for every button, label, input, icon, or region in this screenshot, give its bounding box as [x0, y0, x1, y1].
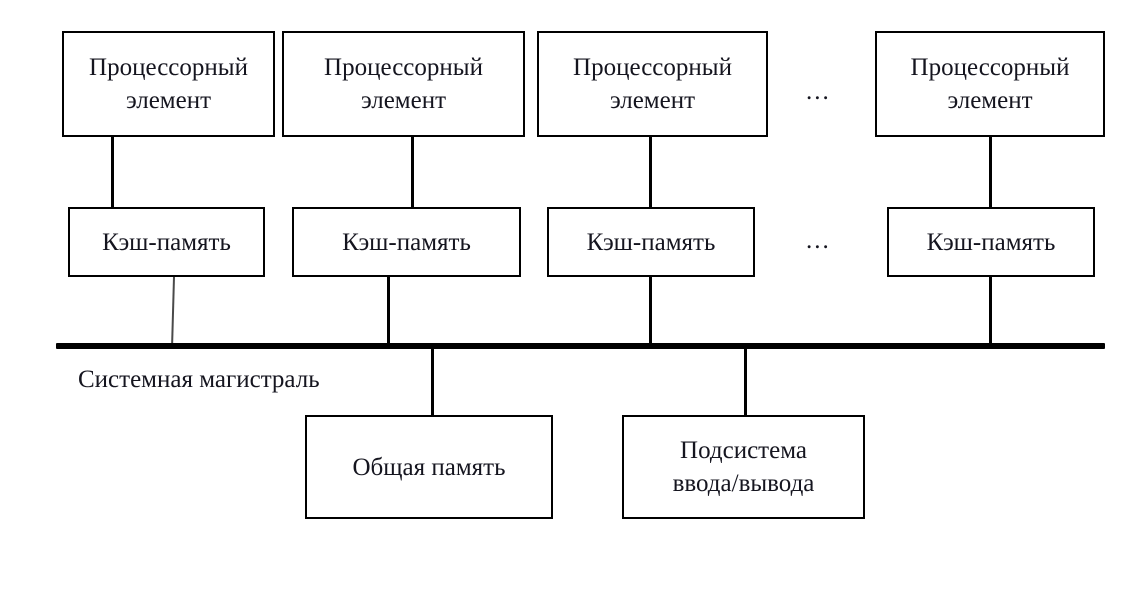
processor-element-box-3: Процессорный элемент: [537, 31, 768, 137]
processor-element-label-4: Процессорный элемент: [910, 54, 1070, 114]
connector-cache4-bus: [989, 277, 992, 346]
shared-memory-label: Общая память: [352, 453, 506, 481]
connector-cache2-bus: [387, 277, 390, 346]
io-subsystem-label: Подсистема ввода/вывода: [672, 437, 815, 497]
ellipsis-cache-row: ...: [806, 227, 831, 255]
processor-element-box-1: Процессорный элемент: [62, 31, 275, 137]
cache-label-3: Кэш-память: [586, 228, 716, 256]
cache-label-4: Кэш-память: [926, 228, 1056, 256]
cache-label-2: Кэш-память: [342, 228, 471, 256]
processor-element-label-2: Процессорный элемент: [324, 54, 483, 114]
system-bus-line: [56, 343, 1105, 349]
cache-box-2: Кэш-память: [292, 207, 521, 277]
cache-box-4: Кэш-память: [887, 207, 1095, 277]
ellipsis-processor-text: ...: [806, 78, 831, 105]
ellipsis-cache-text: ...: [806, 227, 831, 254]
cache-box-1: Кэш-память: [68, 207, 265, 277]
connector-bus-io-subsystem: [744, 348, 747, 416]
processor-element-label-1: Процессорный элемент: [89, 54, 248, 114]
processor-element-box-2: Процессорный элемент: [282, 31, 525, 137]
connector-pe3-cache3: [649, 136, 652, 208]
connector-cache1-bus: [171, 276, 175, 347]
processor-element-label-3: Процессорный элемент: [573, 54, 732, 114]
connector-pe2-cache2: [411, 136, 414, 208]
processor-element-box-4: Процессорный элемент: [875, 31, 1105, 137]
cache-box-3: Кэш-память: [547, 207, 755, 277]
connector-pe1-cache1: [111, 136, 114, 208]
io-subsystem-box: Подсистема ввода/вывода: [622, 415, 865, 519]
ellipsis-processor-row: ...: [806, 78, 831, 106]
connector-pe4-cache4: [989, 136, 992, 208]
shared-memory-box: Общая память: [305, 415, 553, 519]
system-bus-label: Системная магистраль: [78, 366, 320, 393]
cache-label-1: Кэш-память: [102, 228, 231, 256]
connector-cache3-bus: [649, 277, 652, 346]
connector-bus-shared-memory: [431, 348, 434, 416]
